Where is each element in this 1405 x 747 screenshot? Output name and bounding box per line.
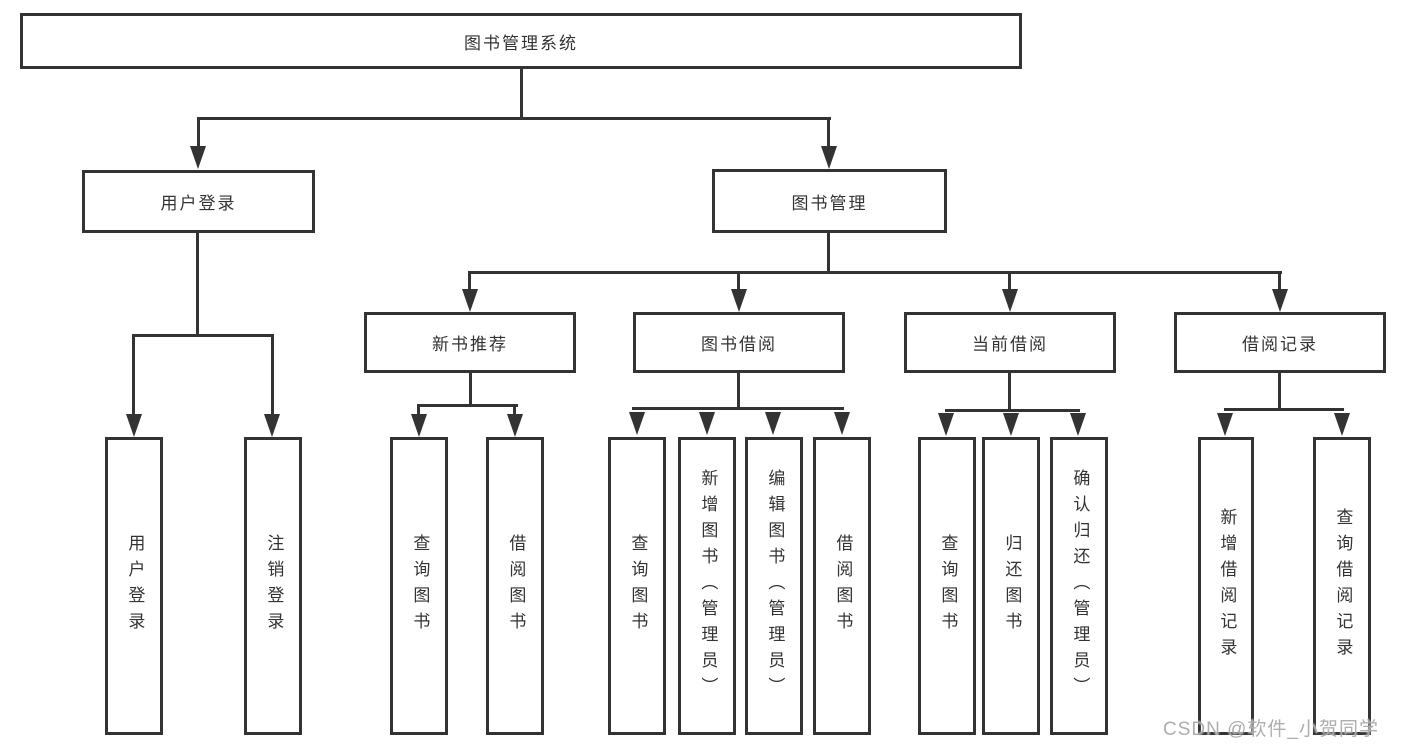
node-current-borrowing: 当前借阅: [904, 312, 1116, 373]
connector-arrow: [1070, 413, 1086, 436]
leaf-query-books-borrowing: 查询图书: [608, 437, 666, 735]
leaf-borrow-books-borrowing: 借阅图书: [813, 437, 871, 735]
connector-arrow: [264, 414, 280, 437]
connector-line: [468, 271, 471, 291]
connector-arrow: [834, 412, 850, 435]
leaf-confirm-return-admin: 确认归还（管理员）: [1050, 437, 1108, 735]
connector-line: [196, 232, 199, 337]
leaf-add-book-admin: 新增图书（管理员）: [678, 437, 736, 735]
connector-arrow: [1217, 413, 1233, 436]
connector-line: [827, 232, 830, 274]
connector-arrow: [938, 413, 954, 436]
connector-line: [827, 117, 830, 150]
connector-arrow: [821, 146, 837, 169]
connector-line: [418, 404, 518, 407]
leaf-return-books: 归还图书: [982, 437, 1040, 735]
connector-line: [945, 409, 1080, 412]
connector-line: [197, 117, 831, 120]
connector-line: [513, 404, 516, 418]
connector-line: [469, 271, 1282, 274]
connector-line: [737, 372, 740, 410]
connector-arrow: [462, 289, 478, 312]
node-root: 图书管理系统: [20, 13, 1022, 69]
connector-line: [520, 68, 523, 120]
node-book-borrowing: 图书借阅: [633, 312, 845, 373]
connector-line: [469, 372, 472, 407]
connector-arrow: [1002, 289, 1018, 312]
leaf-logout: 注销登录: [244, 437, 302, 735]
leaf-edit-book-admin: 编辑图书（管理员）: [745, 437, 803, 735]
connector-line: [1224, 408, 1344, 411]
connector-arrow: [1003, 413, 1019, 436]
connector-line: [271, 334, 274, 416]
connector-arrow: [629, 412, 645, 435]
node-user-login: 用户登录: [82, 170, 315, 233]
connector-line: [632, 407, 844, 410]
connector-line: [132, 334, 135, 416]
node-book-management: 图书管理: [712, 169, 947, 233]
connector-arrow: [126, 414, 142, 437]
connector-arrow: [731, 289, 747, 312]
connector-line: [417, 404, 420, 418]
connector-line: [1008, 271, 1011, 291]
leaf-user-login: 用户登录: [105, 437, 163, 735]
connector-arrow: [1272, 289, 1288, 312]
connector-arrow: [507, 414, 523, 437]
connector-arrow: [1334, 413, 1350, 436]
node-new-book-recommendation: 新书推荐: [364, 312, 576, 373]
connector-line: [133, 334, 274, 337]
connector-arrow: [190, 146, 206, 169]
leaf-borrow-books-recommend: 借阅图书: [486, 437, 544, 735]
leaf-query-books-current: 查询图书: [918, 437, 976, 735]
leaf-add-borrow-record: 新增借阅记录: [1198, 437, 1254, 735]
connector-line: [1008, 372, 1011, 412]
leaf-query-books-recommend: 查询图书: [390, 437, 448, 735]
connector-line: [1278, 271, 1281, 291]
leaf-query-borrow-record: 查询借阅记录: [1313, 437, 1371, 735]
connector-arrow: [699, 412, 715, 435]
connector-line: [1278, 372, 1281, 411]
connector-arrow: [411, 414, 427, 437]
connector-line: [737, 271, 740, 291]
connector-arrow: [765, 412, 781, 435]
connector-line: [197, 117, 200, 150]
node-borrowing-records: 借阅记录: [1174, 312, 1386, 373]
watermark: CSDN @软件_小贺同学: [1163, 719, 1379, 740]
